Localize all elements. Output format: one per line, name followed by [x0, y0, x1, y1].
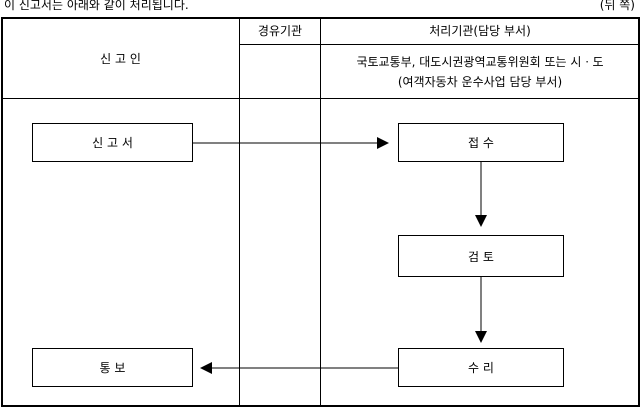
processing-agency-header: 처리기관(담당 부서): [429, 24, 531, 38]
processing-agency-detail-1: 국토교통부, 대도시권광역교통위원회 또는 시ㆍ도: [356, 55, 604, 69]
applicant-header: 신 고 인: [100, 52, 141, 66]
column-divider-2: [320, 18, 321, 406]
header-bottom-line: [2, 98, 639, 99]
receipt-box: 접 수: [398, 123, 564, 162]
page-note: (뒤 쪽): [599, 0, 635, 12]
arrow-head-notification: [200, 362, 212, 374]
intro-text: 이 신고서는 아래와 같이 처리됩니다.: [4, 0, 189, 12]
report-box: 신 고 서: [32, 123, 193, 162]
arrow-head-receipt: [377, 137, 389, 149]
column-divider-1: [239, 18, 240, 406]
arrow-head-acceptance: [475, 331, 487, 343]
arrow-head-review: [475, 215, 487, 227]
header-subdivider: [240, 44, 639, 45]
via-agency-header: 경유기관: [257, 24, 303, 38]
notification-box: 통 보: [32, 348, 193, 387]
processing-agency-detail-2: (여객자동차 운수사업 담당 부서): [397, 75, 563, 89]
acceptance-box: 수 리: [398, 348, 564, 387]
review-box: 검 토: [398, 235, 564, 277]
